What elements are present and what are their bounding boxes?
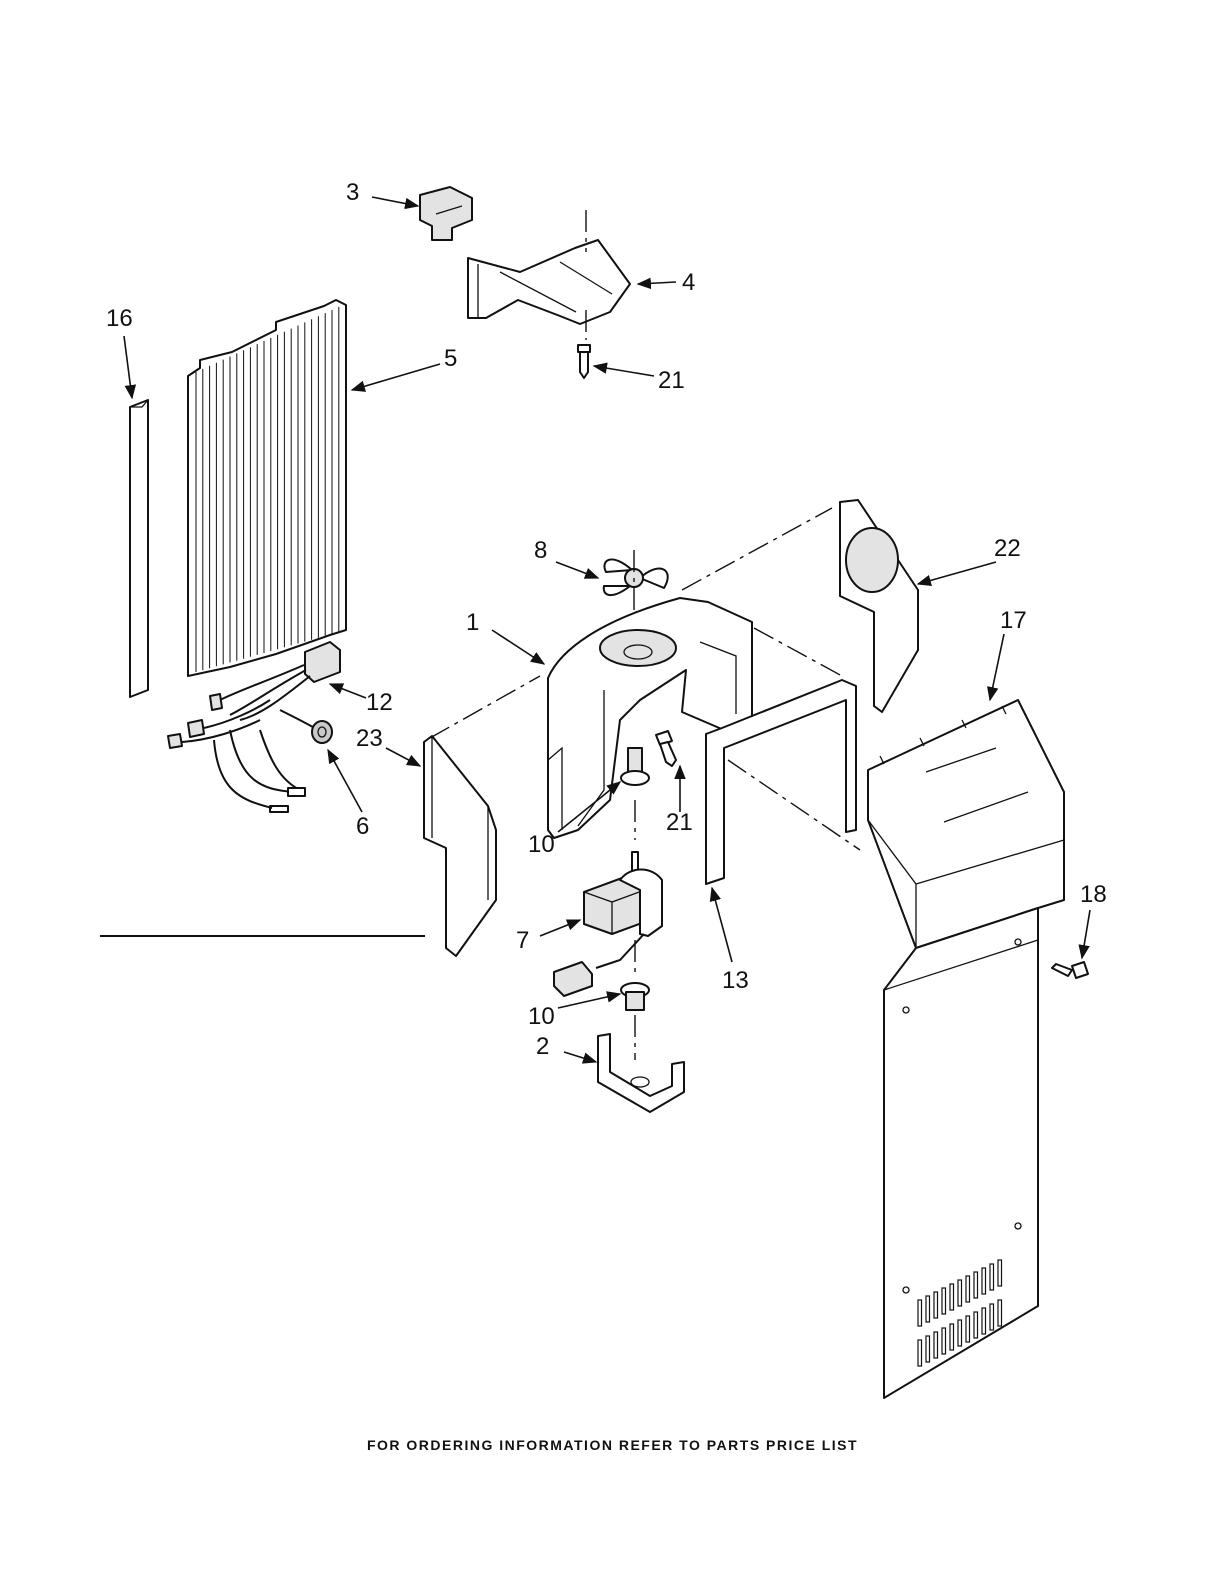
callout-13: 13 (722, 967, 749, 994)
vent-slot (934, 1332, 938, 1358)
vent-slot (950, 1324, 954, 1350)
callout-7: 7 (516, 927, 529, 954)
vent-slot (918, 1300, 922, 1326)
part-21-screw-upper (578, 345, 590, 378)
callout-5: 5 (444, 345, 457, 372)
callout-4: 4 (682, 269, 695, 296)
callout-2: 2 (536, 1033, 549, 1060)
vent-slot (974, 1312, 978, 1338)
part-4-duct-housing (468, 210, 630, 340)
vent-slot (998, 1300, 1002, 1326)
part-2-motor-bracket (598, 1034, 684, 1112)
callout-22: 22 (994, 535, 1021, 562)
part-10-bushing-upper (621, 748, 649, 840)
callout-23: 23 (356, 725, 383, 752)
callout-21-upper: 21 (658, 367, 685, 394)
part-16-strip (130, 400, 148, 697)
vent-slot (958, 1320, 962, 1346)
vent-slot (958, 1280, 962, 1306)
vent-slot (982, 1308, 986, 1334)
vent-slot (926, 1336, 930, 1362)
callout-8: 8 (534, 537, 547, 564)
vent-slot (990, 1264, 994, 1290)
callout-3: 3 (346, 179, 359, 206)
vent-slot (926, 1296, 930, 1322)
ordering-info-note: FOR ORDERING INFORMATION REFER TO PARTS … (0, 1437, 1225, 1453)
vent-slot (990, 1304, 994, 1330)
vent-slot (966, 1316, 970, 1342)
part-22-right-baffle (840, 500, 918, 712)
callout-17: 17 (1000, 607, 1027, 634)
lower-back-panel (884, 908, 1038, 1398)
part-18-screw (1052, 962, 1088, 978)
callout-10-upper: 10 (528, 831, 555, 858)
part-23-left-baffle (424, 736, 496, 956)
callout-21-middle: 21 (666, 809, 693, 836)
callout-12: 12 (366, 689, 393, 716)
vent-slot (918, 1340, 922, 1366)
vent-slot (942, 1288, 946, 1314)
vent-slot (950, 1284, 954, 1310)
vent-slot (942, 1328, 946, 1354)
part-3-cap (420, 187, 472, 240)
vent-slot (998, 1260, 1002, 1286)
callout-18: 18 (1080, 881, 1107, 908)
part-10-bushing-lower (621, 983, 649, 1060)
vent-slot (982, 1268, 986, 1294)
callout-6: 6 (356, 813, 369, 840)
callout-1: 1 (466, 609, 479, 636)
part-21-screw-middle (656, 731, 676, 766)
part-6-grommet (280, 710, 332, 743)
vent-slot (966, 1276, 970, 1302)
part-5-evaporator (188, 300, 346, 676)
vent-slot (974, 1272, 978, 1298)
vent-slot (934, 1292, 938, 1318)
callout-10-lower: 10 (528, 1003, 555, 1030)
callout-16: 16 (106, 305, 133, 332)
